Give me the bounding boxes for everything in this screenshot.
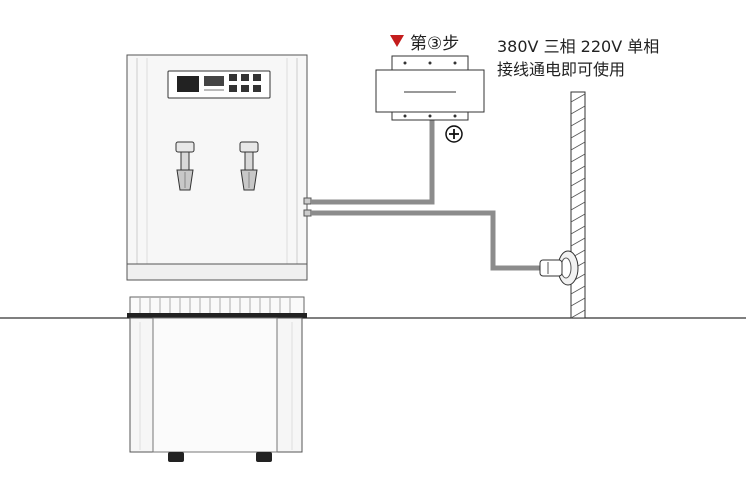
usage-note: 接线通电即可使用 (497, 60, 626, 79)
step-label: 第③步 (390, 28, 459, 54)
power-cable-to-socket (311, 210, 540, 271)
step-text: 第③步 (410, 33, 460, 54)
faucet-icon (239, 141, 259, 191)
triangle-down-icon (390, 35, 404, 47)
faucet-icon (175, 141, 195, 191)
power-cable-to-switch (311, 118, 435, 205)
wall (570, 91, 586, 319)
control-panel (167, 70, 271, 99)
voltage-note: 380V 三相 220V 单相 (497, 37, 660, 56)
air-switch-box (375, 55, 485, 121)
plus-circle-icon (445, 125, 463, 143)
water-dispenser (126, 54, 312, 462)
wall-socket-icon (539, 250, 579, 286)
